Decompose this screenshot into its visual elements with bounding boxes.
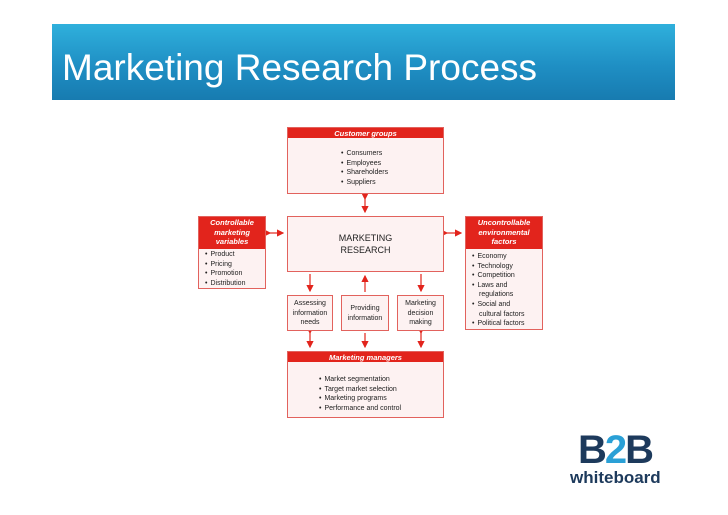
label-line: Assessing	[294, 300, 326, 307]
list-item: Social and	[472, 300, 525, 310]
assessing-needs-box: Assessing information needs	[287, 295, 333, 331]
label-line: Providing	[350, 305, 380, 312]
controllable-variables-box: Controllable marketing variables Product…	[198, 216, 266, 289]
title-bar: Marketing Research Process	[52, 24, 675, 100]
decision-making-label: Marketing decision making	[398, 299, 443, 328]
header-line: environmental	[478, 227, 530, 237]
label-line: information	[347, 314, 383, 322]
marketing-research-label: MARKETING RESEARCH	[288, 232, 443, 256]
marketing-managers-box: Marketing managers Market segmentation T…	[287, 351, 444, 418]
logo-letter: B	[578, 428, 607, 472]
label-line: making	[409, 319, 432, 326]
list-item: Economy	[472, 252, 525, 262]
label-line: RESEARCH	[340, 245, 391, 255]
list-item: Consumers	[341, 149, 388, 159]
list-item: Suppliers	[341, 178, 388, 188]
list-item: regulations	[479, 291, 514, 299]
providing-information-box: Providing information	[341, 295, 389, 331]
list-item: Marketing programs	[319, 394, 401, 404]
list-item: Competition	[472, 271, 525, 281]
header-line: Controllable	[210, 218, 254, 227]
marketing-research-box: MARKETING RESEARCH	[287, 216, 444, 272]
logo-word: whiteboard	[570, 468, 661, 487]
list-item: Promotion	[205, 269, 245, 279]
label-line: decision	[407, 309, 434, 317]
list-item: Technology	[472, 262, 525, 272]
decision-making-box: Marketing decision making	[397, 295, 444, 331]
label-line: Marketing	[405, 300, 436, 307]
list-item: cultural factors	[479, 310, 525, 318]
label-line: needs	[300, 319, 320, 326]
marketing-managers-header: Marketing managers	[288, 352, 443, 362]
list-item: Target market selection	[319, 385, 401, 395]
list-item: Performance and control	[319, 404, 401, 414]
marketing-managers-list: Market segmentation Target market select…	[319, 375, 401, 413]
list-item: Employees	[341, 159, 388, 169]
label-line: information	[292, 309, 328, 317]
providing-information-label: Providing information	[342, 304, 388, 323]
list-item: Pricing	[205, 260, 245, 270]
assessing-needs-label: Assessing information needs	[288, 299, 332, 328]
label-line: MARKETING	[338, 233, 393, 243]
customer-groups-header: Customer groups	[288, 128, 443, 138]
list-item: Market segmentation	[319, 375, 401, 385]
controllable-variables-header: Controllable marketing variables	[199, 217, 265, 249]
header-line: factors	[491, 237, 517, 246]
slide-title: Marketing Research Process	[62, 47, 538, 88]
uncontrollable-factors-box: Uncontrollable environmental factors Eco…	[465, 216, 543, 330]
customer-groups-box: Customer groups Consumers Employees Shar…	[287, 127, 444, 194]
header-line: Uncontrollable	[477, 218, 531, 227]
uncontrollable-factors-header: Uncontrollable environmental factors	[466, 217, 542, 249]
customer-groups-list: Consumers Employees Shareholders Supplie…	[341, 149, 388, 187]
controllable-variables-list: Product Pricing Promotion Distribution	[205, 250, 245, 288]
list-item: Product	[205, 250, 245, 260]
header-line: marketing	[214, 227, 250, 237]
logo-letters: B2B	[578, 428, 654, 472]
list-item: Political factors	[472, 319, 524, 329]
list-item: Distribution	[205, 279, 245, 289]
list-item: Laws and	[472, 281, 525, 291]
logo-letter: 2	[604, 428, 627, 472]
logo-letter: B	[625, 428, 654, 472]
b2b-whiteboard-logo: B2B whiteboard	[570, 428, 661, 490]
uncontrollable-factors-list: Economy Technology Competition Laws and …	[472, 252, 525, 329]
header-line: variables	[215, 237, 249, 246]
list-item: Shareholders	[341, 168, 388, 178]
